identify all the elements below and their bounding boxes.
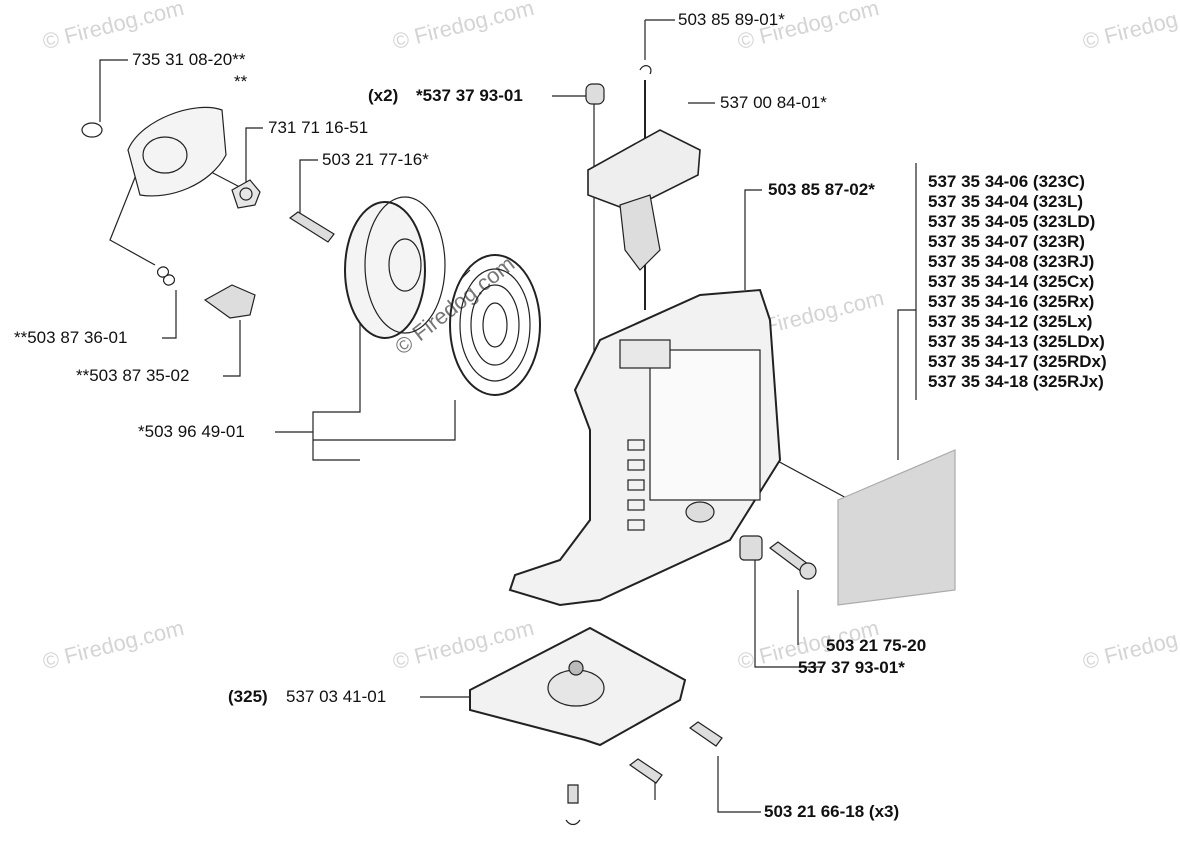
decal-item: 537 35 34-06 (323C) — [928, 172, 1085, 191]
pulley-back — [364, 196, 446, 334]
screw — [688, 721, 723, 747]
leader-line — [299, 159, 318, 214]
decal — [837, 449, 956, 606]
part-label: 731 71 16-51 — [268, 118, 369, 137]
screw — [567, 784, 579, 804]
starter-cap-hub — [142, 136, 188, 174]
decal-item: 537 35 34-13 (325LDx) — [928, 332, 1105, 351]
part-label: 537 00 84-01* — [720, 93, 827, 112]
decal-item: 537 35 34-08 (323RJ) — [928, 252, 1095, 271]
part-label: 503 21 75-20 — [826, 636, 927, 655]
decal-item: 537 35 34-14 (325Cx) — [928, 272, 1095, 291]
leader-line — [552, 95, 595, 380]
hex-nut-hole — [239, 187, 253, 201]
recoil-spring-coil — [482, 302, 508, 348]
bolt-head — [799, 562, 817, 580]
recoil-spring-coil — [459, 268, 531, 382]
leader-line — [245, 127, 263, 188]
rope-bushing — [585, 83, 605, 105]
housing-vents — [627, 439, 645, 531]
qty-prefix: (x2) — [368, 86, 399, 105]
part-label: ** — [234, 72, 248, 91]
part-label: 503 21 77-16* — [322, 150, 429, 169]
leader-line — [717, 756, 761, 813]
leader-line — [312, 300, 361, 461]
part-label: **503 87 36-01 — [14, 328, 128, 347]
pawl-spring — [156, 266, 176, 286]
part-label: 537 03 41-01 — [286, 687, 387, 706]
part-label: **503 87 35-02 — [76, 366, 190, 385]
decal-item: 537 35 34-17 (325RDx) — [928, 352, 1107, 371]
pulley — [344, 201, 426, 339]
housing-hole — [685, 501, 715, 523]
hex-nut — [231, 179, 261, 209]
leader-line — [897, 309, 916, 460]
starter-handle — [587, 129, 701, 211]
recoil-spring-coil — [470, 284, 520, 366]
housing-rope-guide — [619, 339, 671, 369]
washer — [565, 819, 581, 826]
decal-list: 537 35 34-06 (323C) 537 35 34-04 (323L) … — [928, 172, 1107, 392]
screw — [628, 758, 663, 784]
spring-hook — [461, 269, 471, 279]
circlip — [81, 122, 103, 138]
part-label: 503 85 89-01* — [678, 10, 785, 29]
part-label: 503 21 66-18 (x3) — [764, 802, 900, 821]
leader-line — [744, 189, 762, 290]
housing-panel — [649, 349, 761, 501]
part-label: *503 96 49-01 — [138, 422, 245, 441]
part-label: 735 31 08-20** — [132, 50, 246, 69]
base-plate-stud — [568, 660, 584, 676]
leader-line — [162, 290, 177, 339]
pulley-hub — [388, 238, 422, 292]
recoil-spring — [449, 254, 541, 396]
decal-item: 537 35 34-05 (323LD) — [928, 212, 1096, 231]
screw — [288, 211, 335, 243]
leader-line — [313, 400, 456, 441]
pawl — [203, 284, 256, 319]
rope-knot — [639, 65, 652, 75]
decal-item: 537 35 34-04 (323L) — [928, 192, 1083, 211]
decal-item: 537 35 34-12 (325Lx) — [928, 312, 1093, 331]
part-label: 537 37 93-01* — [798, 658, 905, 677]
leader-line — [223, 320, 241, 377]
decal-item: 537 35 34-16 (325Rx) — [928, 292, 1095, 311]
model-prefix: (325) — [228, 687, 268, 706]
decal-item: 537 35 34-18 (325RJx) — [928, 372, 1104, 391]
part-label: 503 85 87-02* — [768, 180, 875, 199]
handle-grip — [619, 194, 661, 271]
leader-line — [754, 560, 822, 668]
leader-line — [99, 59, 128, 122]
starter-cap — [127, 106, 227, 197]
spacer-sleeve — [739, 535, 763, 561]
decal-item: 537 35 34-07 (323R) — [928, 232, 1085, 251]
part-label: *537 37 93-01 — [416, 86, 523, 105]
